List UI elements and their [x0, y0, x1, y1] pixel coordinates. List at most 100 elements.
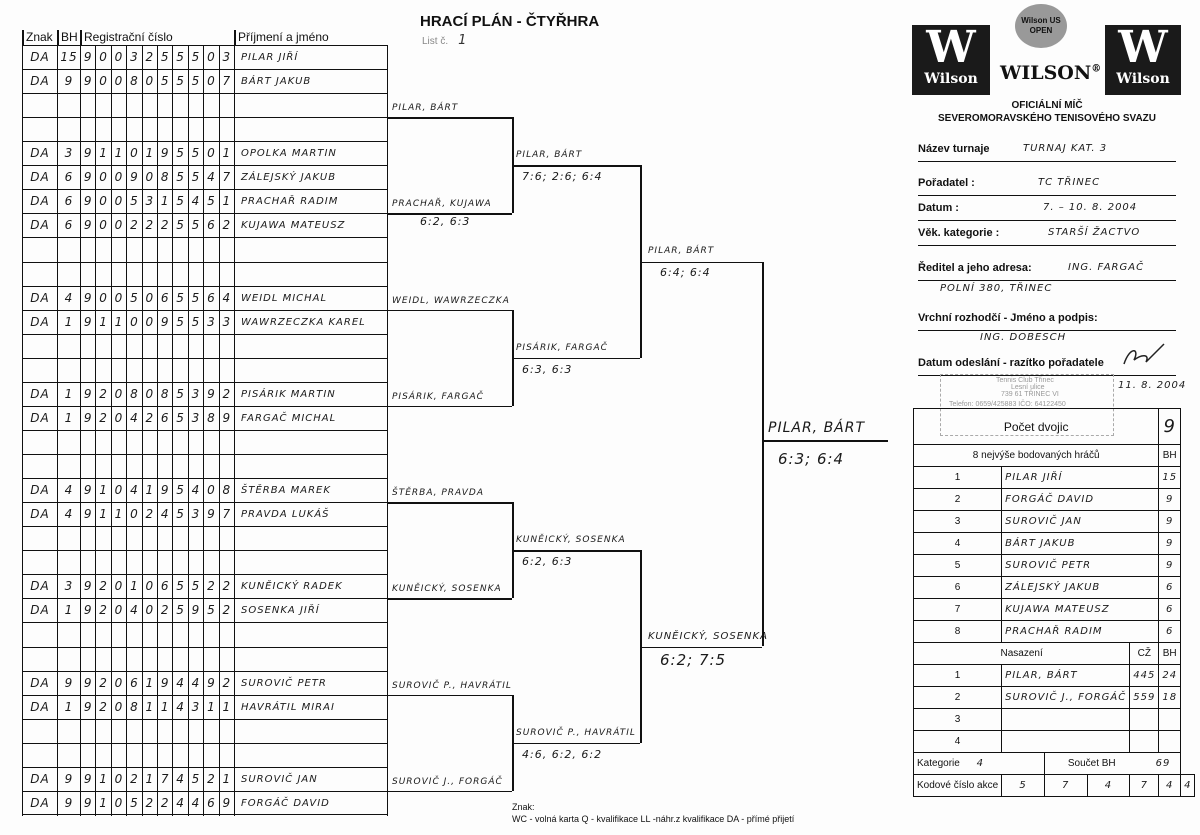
logo-name: Wilson: [924, 71, 978, 87]
reg-digit-cell: 1: [110, 142, 126, 167]
znak-cell: [22, 719, 57, 744]
reg-digit-cell: 5: [172, 406, 187, 431]
player-bh-cell: 9: [1158, 510, 1182, 533]
reg-digit-cell: 5: [172, 142, 187, 167]
reg-digit-cell: [218, 238, 234, 263]
reg-digit-cell: [126, 647, 141, 672]
reg-digit-cell: [157, 334, 172, 359]
reg-digit-cell: 0: [110, 46, 126, 70]
players-table: Znak BH Registrační číslo Příjmení a jmé…: [22, 30, 388, 816]
bh-cell: [57, 455, 80, 480]
reg-digit-cell: 0: [141, 575, 157, 600]
reg-digit-cell: 2: [157, 599, 172, 624]
znak-cell: [22, 623, 57, 648]
reg-digit-cell: [110, 358, 126, 383]
bh-cell: 1: [57, 310, 80, 335]
reg-digit-cell: [80, 430, 95, 455]
label: Datum odeslání - razítko pořadatele: [918, 357, 1104, 369]
round2-winner: SUROVIČ P., HAVRÁTIL: [516, 727, 636, 738]
reg-digit-cell: 0: [95, 70, 110, 95]
reg-digit-cell: [187, 94, 203, 119]
bh-cell: [57, 94, 80, 119]
reg-digit-cell: 0: [110, 767, 126, 792]
znak-cell: [22, 238, 57, 263]
reg-digit-cell: 5: [187, 142, 203, 167]
reg-digit-cell: [187, 334, 203, 359]
reg-digit-cell: [187, 551, 203, 576]
semifinal-winner: KUNĚICKÝ, SOSENKA: [648, 630, 768, 642]
znak-cell: [22, 430, 57, 455]
reg-digit-cell: [95, 238, 110, 263]
reg-digit-cell: 6: [157, 575, 172, 600]
reg-digit-cell: [126, 358, 141, 383]
reg-digit-cell: [95, 455, 110, 480]
reg-digit-cell: 5: [172, 286, 187, 311]
bracket-line: [640, 261, 762, 264]
round1-winner: SUROVIČ P., HAVRÁTIL: [392, 680, 512, 691]
bracket-line: [512, 742, 640, 745]
znak-cell: [22, 94, 57, 119]
reg-digit-cell: 9: [80, 479, 95, 504]
stamp-line: Tennis Club Třinec: [996, 377, 1054, 384]
name-cell: PISÁRIK MARTIN: [234, 382, 388, 407]
bracket-line: [512, 502, 514, 599]
reg-digit-cell: [80, 358, 95, 383]
reg-digit-cell: [141, 743, 157, 768]
bh-sum-label: Součet BH: [1067, 758, 1116, 769]
stamp-line: Lesní ulice: [1011, 384, 1045, 391]
reg-digit-cell: 8: [218, 479, 234, 504]
field-date: Datum :7. – 10. 8. 2004: [918, 202, 1176, 221]
bracket-line: [512, 694, 514, 791]
reg-digit-cell: 4: [126, 479, 141, 504]
table-row: [22, 742, 388, 768]
rank-cell: 8: [912, 620, 1003, 643]
reg-digit-cell: [157, 719, 172, 744]
reg-digit-cell: [157, 647, 172, 672]
reg-digit-cell: [80, 455, 95, 480]
player-name-cell: FORGÁČ DAVID: [1001, 488, 1160, 511]
reg-digit-cell: [141, 430, 157, 455]
reg-digit-cell: [141, 647, 157, 672]
player-name-cell: PILAR JIŘÍ: [1001, 466, 1160, 489]
bh-cell: 6: [57, 190, 80, 215]
label: Pořadatel :: [918, 177, 975, 189]
round1-score: 6:2, 6:3: [420, 215, 471, 229]
reg-digit-cell: 5: [157, 46, 172, 70]
category-cell: Kategorie 4: [913, 752, 1045, 775]
reg-digit-cell: 3: [141, 190, 157, 215]
reg-digit-cell: [187, 430, 203, 455]
pairs-count-value: 9: [1158, 408, 1182, 445]
reg-digit-cell: 9: [80, 286, 95, 311]
reg-digit-cell: 7: [218, 166, 234, 191]
reg-digit-cell: [187, 118, 203, 143]
reg-digit-cell: 9: [80, 671, 95, 696]
reg-digit-cell: 0: [126, 310, 141, 335]
reg-digit-cell: 5: [187, 70, 203, 95]
round1-winner: PILAR, BÁRT: [392, 103, 459, 114]
round2-score: 4:6, 6:2, 6:2: [522, 747, 603, 761]
name-cell: [234, 719, 388, 744]
col-header-znak: Znak: [22, 30, 57, 45]
reg-digit-cell: 9: [80, 791, 95, 816]
reg-digit-cell: 2: [95, 406, 110, 431]
reg-digit-cell: [172, 94, 187, 119]
player-bh-cell: 9: [1158, 532, 1182, 555]
reg-digit-cell: 9: [80, 382, 95, 407]
reg-digit-cell: 8: [126, 70, 141, 95]
znak-cell: [22, 358, 57, 383]
reg-digit-cell: [80, 334, 95, 359]
reg-digit-cell: 5: [172, 310, 187, 335]
player-bh-cell: 9: [1158, 554, 1182, 577]
reg-digit-cell: [110, 551, 126, 576]
reg-digit-cell: 2: [126, 214, 141, 239]
reg-digit-cell: 1: [95, 142, 110, 167]
reg-digit-cell: 1: [95, 479, 110, 504]
reg-digit-cell: [203, 94, 218, 119]
reg-digit-cell: 1: [141, 142, 157, 167]
bracket-line: [640, 550, 642, 743]
